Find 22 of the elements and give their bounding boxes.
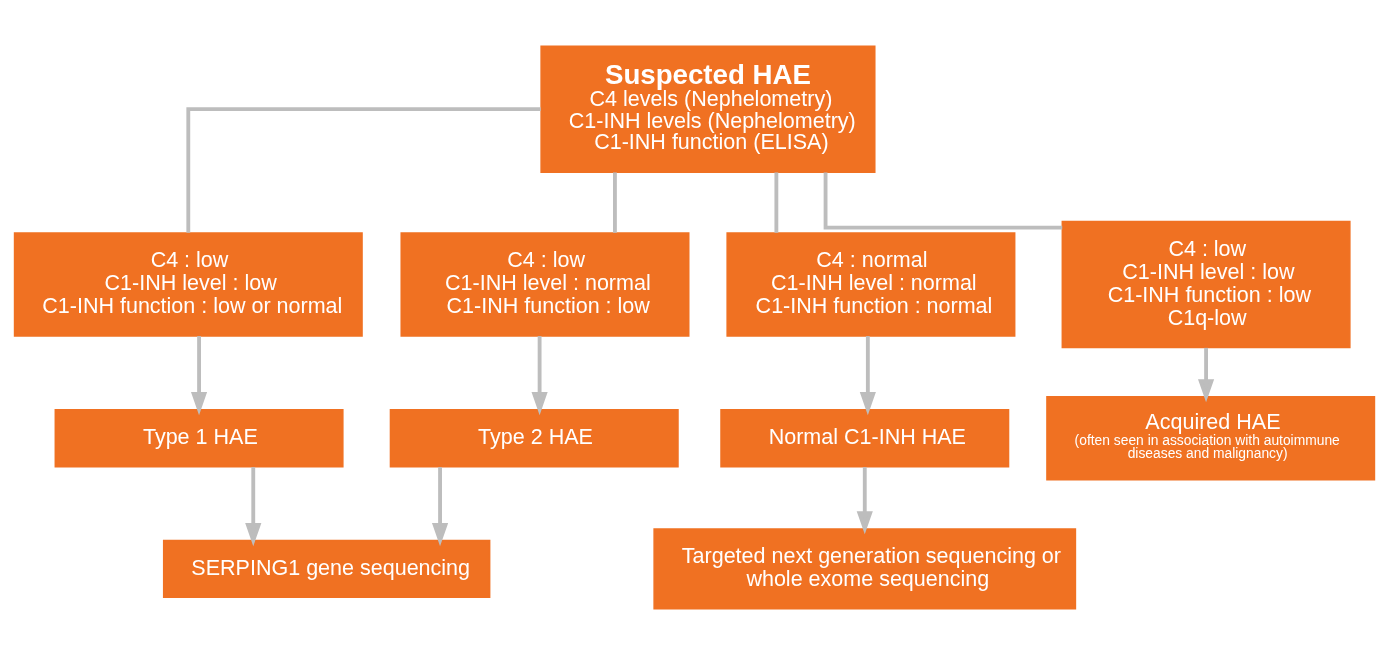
connector	[186, 107, 541, 233]
arrow	[1198, 347, 1215, 403]
node-box: Type 1 HAE	[54, 409, 344, 468]
node-box: Normal C1-INH HAE	[720, 409, 1010, 468]
node-box: C4 : low C1-INH level : low C1-INH function : low or normal	[13, 232, 363, 337]
node-box: Acquired HAE (often seen in association with autoimmune diseases and malignancy)	[1046, 395, 1376, 481]
node-box: Type 2 HAE	[389, 409, 679, 468]
connector	[613, 172, 617, 233]
node-box: Targeted next generation sequencing or whole exome sequencing	[653, 528, 1077, 610]
connector	[774, 172, 779, 233]
arrow	[859, 336, 876, 416]
arrow	[531, 336, 548, 416]
arrow	[431, 467, 449, 547]
node-box: C4 : normal C1-INH level : normal C1-INH function : normal	[726, 232, 1016, 337]
connector	[823, 172, 1063, 230]
node-box: Suspected HAE C4 levels (Nephelometry) C1-INH levels (Nephelometry) C1-INH function (ELISA)	[540, 45, 876, 173]
arrow	[856, 467, 873, 535]
arrow	[245, 467, 262, 547]
node-box: C4 : low C1-INH level : normal C1-INH function : low	[400, 232, 690, 337]
arrow	[190, 336, 208, 416]
node-box: C4 : low C1-INH level : low C1-INH function : low C1q-low	[1061, 220, 1351, 349]
node-box: SERPING1 gene sequencing	[162, 539, 491, 599]
